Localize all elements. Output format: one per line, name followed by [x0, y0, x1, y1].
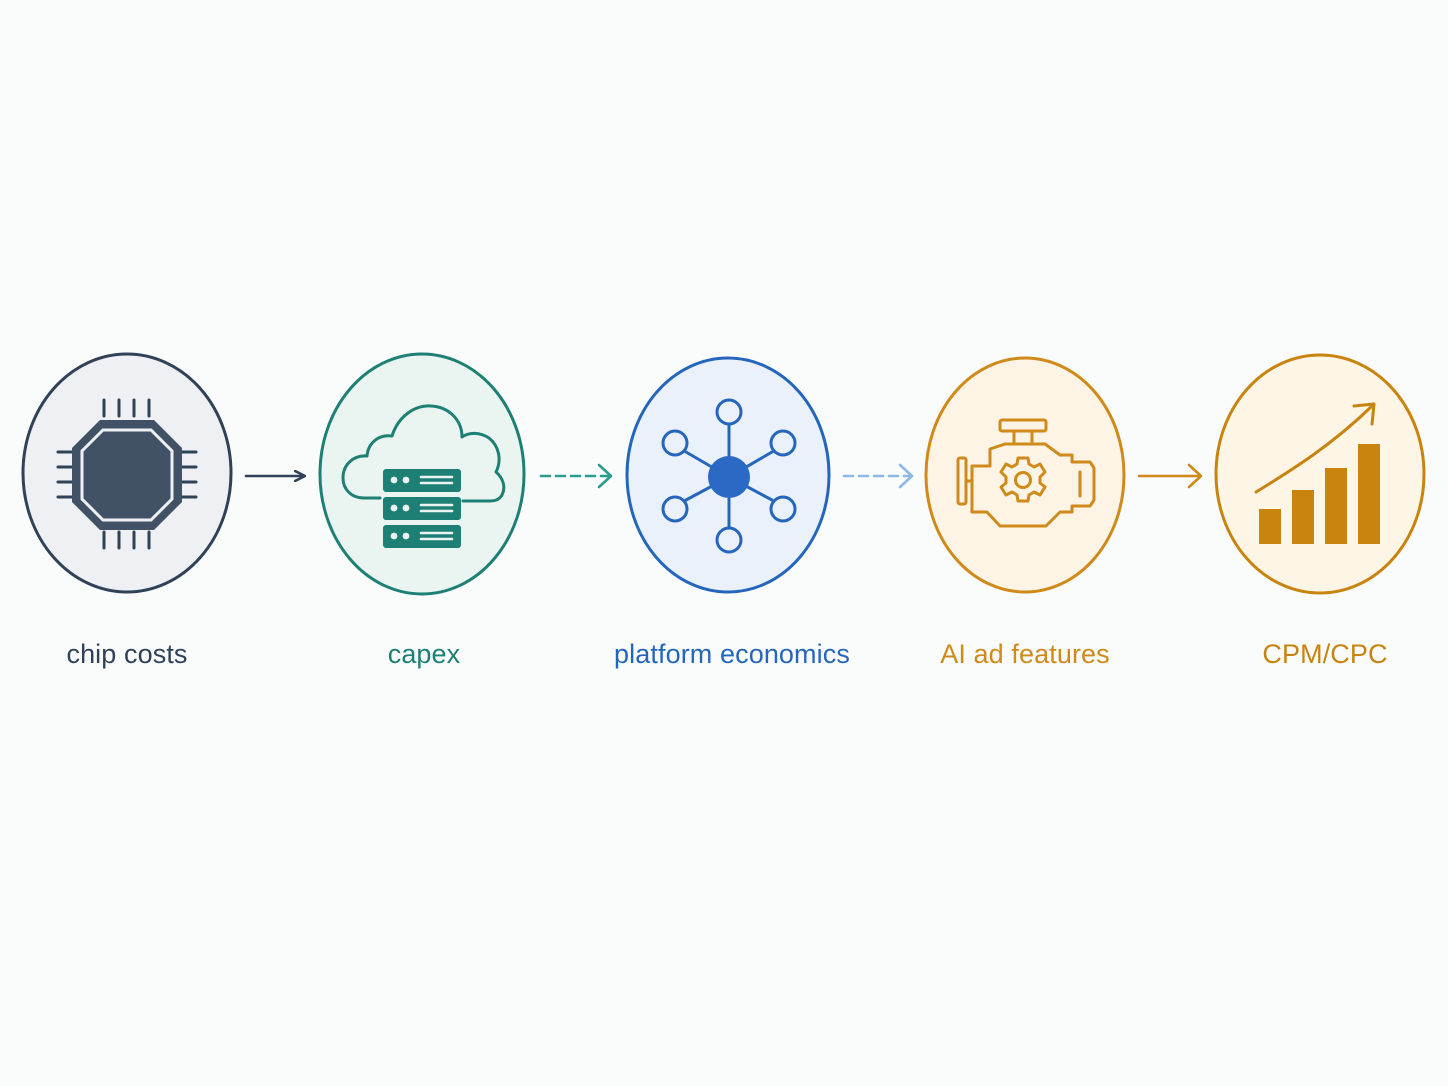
chart-bar — [1259, 509, 1281, 544]
trend-arrowhead — [1352, 402, 1376, 426]
satellite-node — [769, 429, 797, 457]
chip-core — [89, 437, 165, 513]
satellite-node — [661, 429, 689, 457]
satellite-node — [661, 495, 689, 523]
arrow-ai-to-cpm — [1137, 463, 1203, 489]
node-platform-economics — [625, 356, 831, 594]
chip-inner-outline — [80, 428, 174, 522]
chart-bar — [1325, 468, 1347, 544]
cloud-outline — [341, 404, 506, 503]
chart-bar — [1358, 444, 1380, 544]
node-cpm-cpc — [1214, 353, 1426, 595]
label-cpm-cpc: CPM/CPC — [1262, 639, 1388, 669]
chart-bar — [1292, 490, 1314, 544]
satellite-node — [715, 398, 743, 426]
server-unit-1 — [383, 469, 461, 492]
node-ai-ad-features — [924, 356, 1126, 594]
trend-line — [1254, 404, 1374, 494]
arrow-platform-to-ai — [842, 463, 914, 489]
node-chip-costs — [21, 352, 233, 594]
label-chip-costs: chip costs — [66, 639, 188, 669]
label-ai-ad-features: AI ad features — [940, 639, 1110, 669]
bar-chart-trend-icon — [1254, 402, 1380, 544]
server-unit-3 — [383, 525, 461, 548]
node-capex — [318, 352, 526, 596]
gear-icon — [999, 456, 1047, 503]
engine-gear-icon — [956, 418, 1096, 528]
server-unit-2 — [383, 497, 461, 520]
chip-icon — [56, 398, 198, 550]
arrow-capex-to-platform — [539, 463, 613, 489]
label-capex: capex — [387, 639, 461, 669]
cloud-server-icon — [341, 404, 506, 548]
hub-node — [708, 456, 750, 498]
satellite-node — [769, 495, 797, 523]
node-circle-ai-ad-features — [924, 356, 1126, 594]
label-platform-economics: platform economics — [614, 639, 850, 669]
node-circle-cpm-cpc — [1214, 353, 1426, 595]
network-hub-icon — [661, 398, 797, 554]
satellite-node — [715, 526, 743, 554]
